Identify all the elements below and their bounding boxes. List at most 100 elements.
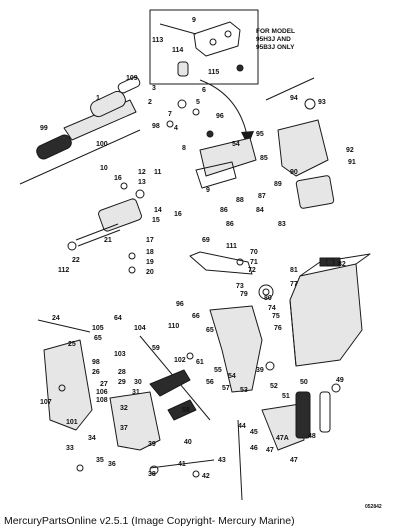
part-number: 54	[232, 141, 240, 148]
part-number: 94	[290, 95, 298, 102]
part-number: 76	[274, 325, 282, 332]
tilt-linkage-drawing	[149, 369, 243, 501]
part-number: 89	[274, 181, 282, 188]
model-note-line: 95B3J ONLY	[256, 44, 295, 51]
part-number: 46	[250, 445, 258, 452]
part-number: 112	[58, 267, 69, 274]
part-number: 65	[94, 335, 102, 342]
part-number: 5	[196, 99, 200, 106]
part-callouts: 113 9 114 115 109 1 3 2 6 5 7 4 96 99 10…	[40, 17, 356, 480]
part-number: 13	[138, 179, 146, 186]
part-number: 11	[154, 169, 162, 176]
part-number: 110	[168, 323, 179, 330]
part-number: 98	[92, 359, 100, 366]
part-number: 47	[266, 447, 274, 454]
part-number: 50	[300, 379, 308, 386]
part-number: 34	[88, 435, 96, 442]
part-number: 42	[202, 473, 210, 480]
part-number: 9	[192, 17, 196, 24]
part-number: 16	[114, 175, 122, 182]
part-number: 84	[256, 207, 264, 214]
fasteners-drawing	[58, 182, 335, 478]
part-number: 74	[268, 305, 276, 312]
part-number: 53	[240, 387, 248, 394]
part-number: 108	[96, 397, 108, 404]
part-number: 19	[146, 259, 154, 266]
part-number: 66	[192, 313, 200, 320]
part-number: 30	[134, 379, 142, 386]
part-number: 99	[40, 125, 48, 132]
upper-cover-drawing	[265, 77, 335, 209]
part-number: 106	[96, 389, 108, 396]
part-number: 58	[182, 407, 190, 414]
part-number: 29	[118, 379, 126, 386]
part-number: 77	[290, 281, 298, 288]
part-number: 39	[256, 367, 264, 374]
part-number: 33	[66, 445, 74, 452]
part-number: 43	[218, 457, 226, 464]
part-number: 24	[52, 315, 60, 322]
part-number: 86	[220, 207, 228, 214]
part-number: 85	[260, 155, 268, 162]
part-number: 86	[226, 221, 234, 228]
part-number: 12	[138, 169, 146, 176]
part-number: 92	[346, 147, 354, 154]
lower-clamp-right-drawing	[261, 383, 341, 451]
model-inset-box	[149, 9, 259, 85]
part-number: 8	[182, 145, 186, 152]
part-number: 37	[120, 425, 128, 432]
part-number: 64	[114, 315, 122, 322]
part-number: 39	[148, 441, 156, 448]
part-number: 26	[92, 369, 100, 376]
part-number: 104	[134, 325, 146, 332]
part-number: 61	[196, 359, 204, 366]
part-number: 18	[146, 249, 154, 256]
part-number: 65	[206, 327, 214, 334]
part-number: 95	[256, 131, 264, 138]
part-number: 20	[146, 269, 154, 276]
drive-shaft-housing-drawing	[289, 253, 371, 367]
part-number: 45	[250, 429, 258, 436]
part-number: 96	[176, 301, 184, 308]
part-number: 41	[178, 461, 186, 468]
part-number: 105	[92, 325, 104, 332]
part-number: 49	[336, 377, 344, 384]
model-note: FOR MODEL 95H3J AND 95B3J ONLY	[256, 28, 336, 52]
part-number: 91	[348, 159, 356, 166]
part-number: 32	[120, 405, 128, 412]
part-number: 51	[282, 393, 290, 400]
part-number: 15	[152, 217, 160, 224]
part-number: 72	[248, 267, 256, 274]
part-number: 83	[278, 221, 286, 228]
part-number: 59	[152, 345, 160, 352]
part-number: 90	[290, 169, 298, 176]
part-number: 21	[104, 237, 112, 244]
part-number: 71	[250, 259, 258, 266]
part-number: 16	[174, 211, 182, 218]
inset-arrow	[199, 79, 249, 141]
parts-exploded-diagram: 113 9 114 115 109 1 3 2 6 5 7 4 96 99 10…	[19, 9, 382, 510]
part-number: 100	[96, 141, 108, 148]
throttle-shaft-drawing	[67, 189, 145, 274]
part-number: 82	[338, 261, 346, 268]
part-number: 4	[174, 125, 178, 132]
part-number: 1	[96, 95, 100, 102]
part-number: 102	[174, 357, 186, 364]
part-number: 69	[202, 237, 210, 244]
part-number: 98	[152, 123, 160, 130]
part-number: 56	[206, 379, 214, 386]
part-number: 9	[206, 187, 210, 194]
part-number: 48	[308, 433, 316, 440]
part-number: 22	[72, 257, 80, 264]
part-number: 75	[272, 313, 280, 320]
part-number: 107	[40, 399, 52, 406]
part-number: 115	[208, 69, 219, 76]
part-number: 10	[100, 165, 108, 172]
part-number: 109	[126, 75, 138, 82]
part-number: 14	[154, 207, 162, 214]
part-number: 80	[264, 295, 272, 302]
part-number: 111	[226, 243, 237, 250]
figure-code: 052842	[365, 504, 382, 510]
part-number: 96	[216, 113, 224, 120]
clamp-bracket-left-drawing	[37, 319, 211, 451]
